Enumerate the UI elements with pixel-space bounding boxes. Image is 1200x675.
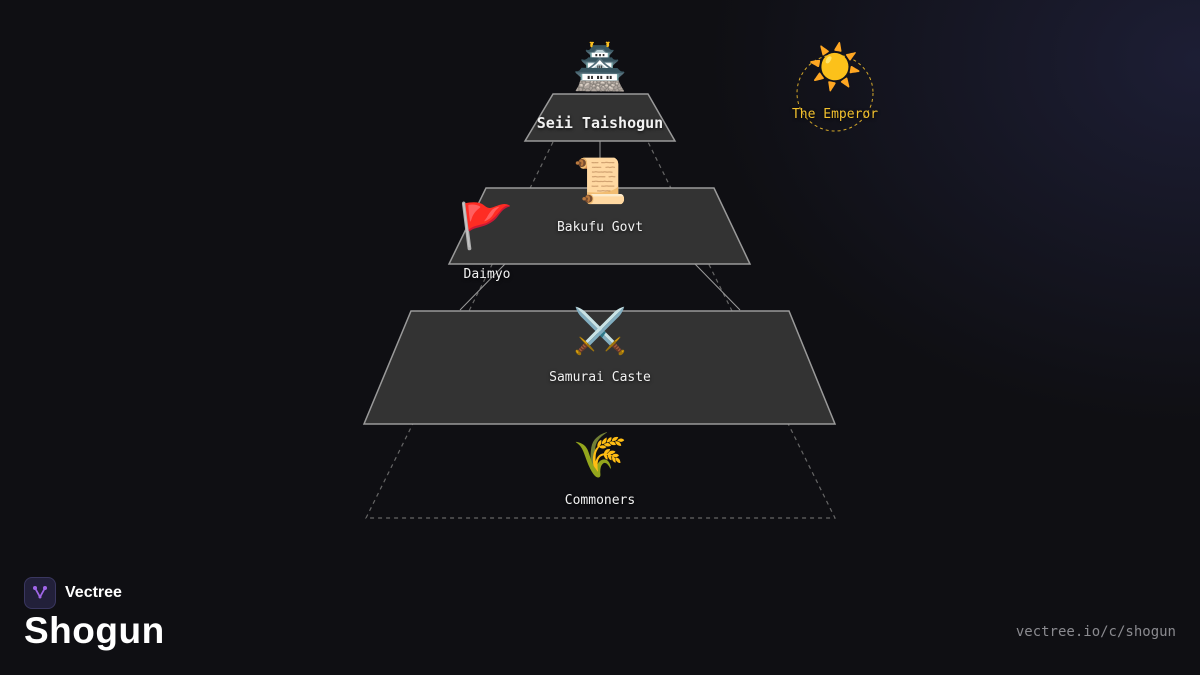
page-title: Shogun bbox=[24, 610, 165, 651]
brand-header: Vectree bbox=[24, 577, 122, 609]
scroll-icon: 📜 bbox=[572, 156, 628, 207]
vectree-logo-icon bbox=[24, 577, 56, 609]
brand-name: Vectree bbox=[65, 584, 122, 601]
node-label-daimyo: Daimyo bbox=[463, 267, 511, 282]
tier-shogun[interactable] bbox=[523, 93, 677, 142]
connector-bakufu-samurai-right bbox=[694, 263, 741, 311]
flag-icon: 🚩 bbox=[458, 201, 514, 252]
crossed-swords-icon: ⚔️ bbox=[572, 306, 628, 357]
tier-samurai[interactable] bbox=[362, 310, 837, 425]
connector-bakufu-samurai-left bbox=[459, 263, 506, 311]
tier-bakufu[interactable] bbox=[447, 187, 752, 265]
emperor-ring bbox=[796, 54, 874, 132]
castle-icon: 🏯 bbox=[572, 42, 628, 93]
node-label-samurai: Samurai Caste bbox=[549, 370, 651, 385]
node-label-bakufu: Bakufu Govt bbox=[556, 220, 644, 235]
sun-icon: ☀️ bbox=[807, 42, 863, 93]
node-label-shogun: Seii Taishogun bbox=[536, 114, 664, 132]
rice-icon: 🌾 bbox=[572, 430, 628, 481]
node-label-commoners: Commoners bbox=[564, 493, 636, 508]
node-label-emperor: The Emperor bbox=[791, 107, 879, 122]
source-url[interactable]: vectree.io/c/shogun bbox=[1015, 624, 1176, 640]
